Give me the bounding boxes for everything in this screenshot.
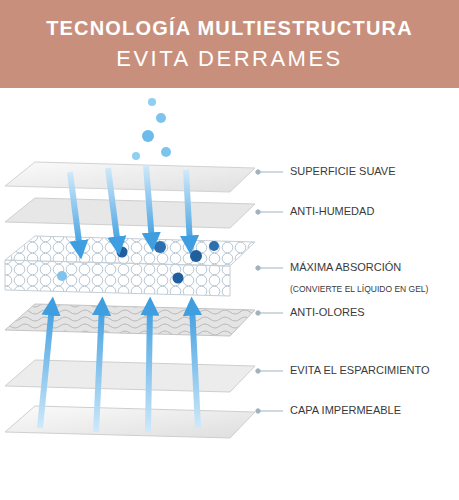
header-band: TECNOLOGÍA MULTIESTRUCTURAEVITA DERRAMES (0, 0, 459, 88)
heading-text: TECNOLOGÍA MULTIESTRUCTURA (46, 16, 413, 46)
water-drop (161, 147, 171, 157)
flow-arrow (108, 168, 118, 246)
gel-bead (117, 247, 128, 258)
soft-surface-layer (5, 162, 255, 192)
flow-arrow (40, 306, 52, 428)
layer-label: MÁXIMA ABSORCIÓN (290, 261, 401, 274)
water-drop (156, 113, 166, 123)
leader-dot (256, 369, 260, 373)
layer-label: CAPA IMPERMEABLE (290, 404, 401, 417)
gel-bead (154, 241, 166, 253)
leader-dot (256, 311, 260, 315)
leader-line (258, 411, 283, 412)
water-drop (148, 98, 156, 106)
leader-line (258, 371, 283, 372)
flow-arrow (148, 306, 150, 432)
water-drop (142, 130, 154, 142)
flow-arrow (96, 306, 102, 432)
flow-arrow (192, 306, 198, 428)
water-drop (132, 152, 140, 160)
flow-arrow (70, 172, 80, 250)
layer-label: ANTI-OLORES (290, 306, 365, 319)
leader-line (258, 212, 283, 213)
gel-bead (190, 250, 202, 262)
gel-bead (173, 273, 184, 284)
leader-dot (256, 210, 260, 214)
layer-label: ANTI-HUMEDAD (290, 205, 374, 218)
leader-dot (256, 170, 260, 174)
layer-note: (CONVIERTE EL LÍQUIDO EN GEL) (290, 284, 428, 294)
layer-label: EVITA EL ESPARCIMIENTO (290, 364, 430, 377)
absorbent-top (5, 236, 255, 266)
flow-arrow (186, 170, 190, 245)
anti-humidity-layer (5, 198, 255, 228)
layer-label: SUPERFICIE SUAVE (290, 165, 396, 178)
odor-layer (5, 304, 255, 336)
gel-bead (209, 241, 219, 251)
leader-line (258, 313, 283, 314)
leader-line (258, 268, 283, 269)
gel-bead (57, 271, 67, 281)
leader-dot (256, 409, 260, 413)
subheading-text: EVITA DERRAMES (116, 46, 343, 72)
leader-dot (256, 266, 260, 270)
flow-arrow (146, 165, 152, 242)
leader-line (258, 172, 283, 173)
